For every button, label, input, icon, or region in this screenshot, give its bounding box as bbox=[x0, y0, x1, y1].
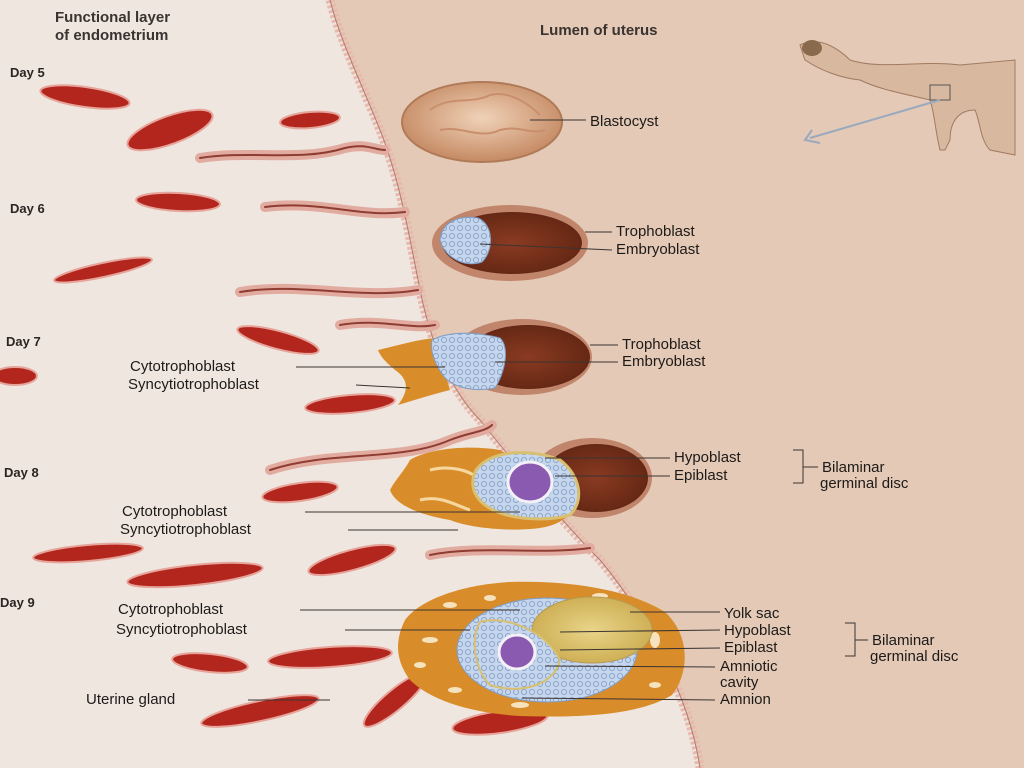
header-lumen: Lumen of uterus bbox=[540, 22, 658, 39]
label-amnion: Amnion bbox=[720, 691, 771, 708]
label-trophoblast-day7: Trophoblast bbox=[622, 336, 701, 353]
label-syncytiotrophoblast-day7: Syncytiotrophoblast bbox=[128, 376, 260, 393]
label-syncytiotrophoblast-day8: Syncytiotrophoblast bbox=[120, 521, 252, 538]
day-label-5: Day 5 bbox=[10, 65, 45, 80]
day-label-6: Day 6 bbox=[10, 201, 45, 216]
label-hypoblast-day8: Hypoblast bbox=[674, 449, 742, 466]
label-trophoblast-day6: Trophoblast bbox=[616, 223, 695, 240]
label-amniotic-line1: Amniotic bbox=[720, 658, 778, 675]
blastocyst-day6 bbox=[432, 205, 588, 281]
label-yolk-sac: Yolk sac bbox=[724, 605, 780, 622]
label-amniotic-line2: cavity bbox=[720, 674, 759, 691]
label-uterine-gland: Uterine gland bbox=[86, 691, 175, 708]
blood-vessels bbox=[0, 84, 549, 736]
label-bilaminar-line2-day9: germinal disc bbox=[870, 648, 959, 665]
label-hypoblast-day9: Hypoblast bbox=[724, 622, 792, 639]
header-functional-layer-line2: of endometrium bbox=[55, 27, 168, 44]
uterine-lumen bbox=[330, 0, 1024, 768]
label-syncytiotrophoblast-day9: Syncytiotrophoblast bbox=[116, 621, 248, 638]
label-epiblast-day8: Epiblast bbox=[674, 467, 728, 484]
day-label-9: Day 9 bbox=[0, 595, 35, 610]
day-label-8: Day 8 bbox=[4, 465, 39, 480]
label-bilaminar-line1-day8: Bilaminar bbox=[822, 459, 885, 476]
header-functional-layer-line1: Functional layer bbox=[55, 9, 170, 26]
label-cytotrophoblast-day8: Cytotrophoblast bbox=[122, 503, 228, 520]
uterus-inset-icon bbox=[799, 40, 1016, 156]
day-label-7: Day 7 bbox=[6, 334, 41, 349]
label-bilaminar-line2-day8: germinal disc bbox=[820, 475, 909, 492]
blastocyst-day7 bbox=[378, 319, 592, 405]
blastocyst-day5 bbox=[401, 81, 563, 163]
label-epiblast-day9: Epiblast bbox=[724, 639, 778, 656]
label-blastocyst: Blastocyst bbox=[590, 113, 659, 130]
label-cytotrophoblast-day9: Cytotrophoblast bbox=[118, 601, 224, 618]
label-cytotrophoblast-day7: Cytotrophoblast bbox=[130, 358, 236, 375]
label-embryoblast-day7: Embryoblast bbox=[622, 353, 706, 370]
label-bilaminar-line1-day9: Bilaminar bbox=[872, 632, 935, 649]
label-embryoblast-day6: Embryoblast bbox=[616, 241, 700, 258]
blastocyst-day9 bbox=[398, 581, 685, 717]
